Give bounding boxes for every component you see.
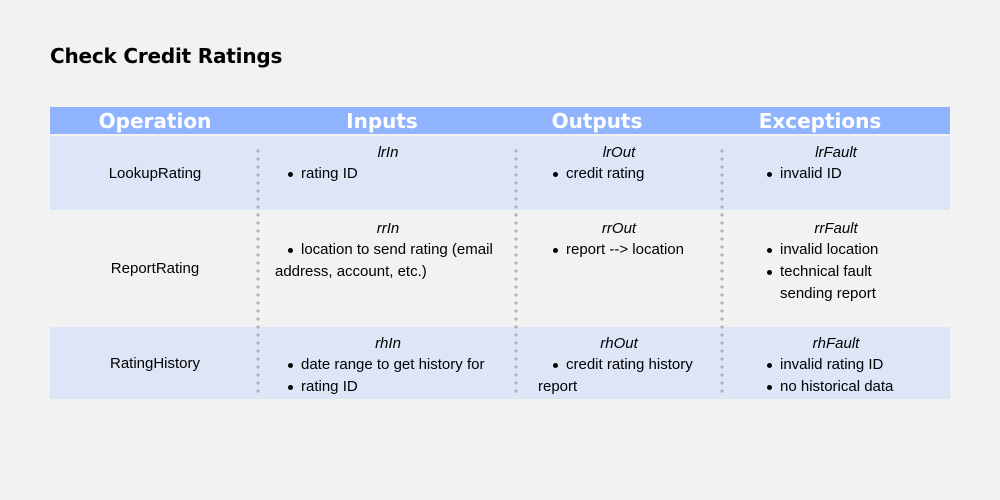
list-item: date range to get history for	[260, 354, 516, 376]
table-header-row: Operation Inputs Outputs Exceptions	[50, 107, 950, 134]
bullet-icon	[767, 248, 772, 253]
inputs-cell: rhIn date range to get history for ratin…	[260, 327, 516, 399]
outputs-list: credit rating history report	[516, 354, 722, 398]
header-outputs: Outputs	[551, 108, 643, 133]
input-message-name: rhIn	[375, 335, 401, 352]
list-item: rating ID	[260, 376, 516, 398]
outputs-list: report --> location	[516, 239, 722, 261]
inputs-list: date range to get history for rating ID	[260, 354, 516, 398]
column-divider	[514, 147, 518, 397]
list-item: credit rating	[516, 163, 722, 185]
exceptions-list: invalid ID	[722, 163, 950, 185]
table-row: RatingHistory rhIn date range to get his…	[50, 327, 950, 399]
operation-name: RatingHistory	[109, 354, 201, 372]
inputs-list: rating ID	[260, 163, 516, 185]
bullet-icon	[288, 172, 293, 177]
fault-message-name: rrFault	[814, 220, 858, 237]
exceptions-list: invalid rating ID no historical data	[722, 354, 950, 398]
operations-table: Operation Inputs Outputs Exceptions Look…	[50, 107, 950, 399]
bullet-icon	[553, 363, 558, 368]
output-message-name: lrOut	[602, 144, 636, 161]
list-item: rating ID	[260, 163, 516, 185]
input-message-name: rrIn	[376, 220, 400, 237]
exceptions-cell: rrFault invalid location technical fault…	[722, 212, 950, 325]
bullet-icon	[288, 363, 293, 368]
header-inputs: Inputs	[346, 108, 418, 133]
list-item-continuation: report	[538, 378, 578, 395]
bullet-icon	[767, 172, 772, 177]
bullet-icon	[767, 385, 772, 390]
inputs-list: location to send rating (email address, …	[260, 239, 516, 283]
inputs-cell: rrIn location to send rating (email addr…	[260, 212, 516, 325]
exceptions-list: invalid location technical fault sending…	[722, 239, 950, 305]
outputs-cell: rrOut report --> location	[516, 212, 722, 325]
bullet-icon	[767, 270, 772, 275]
operation-name: ReportRating	[110, 260, 200, 277]
list-item: no historical data	[722, 376, 950, 398]
list-item: report --> location	[516, 239, 722, 261]
column-divider	[256, 147, 260, 397]
table-row: LookupRating lrIn rating ID lrOut credit…	[50, 136, 950, 210]
list-item-continuation: address, account, etc.)	[275, 263, 427, 280]
bullet-icon	[288, 385, 293, 390]
list-item: invalid location	[722, 239, 950, 261]
bullet-icon	[553, 172, 558, 177]
list-item: credit rating history	[516, 354, 722, 376]
outputs-cell: rhOut credit rating history report	[516, 327, 722, 399]
header-operation: Operation	[98, 108, 212, 133]
list-item: technical fault	[722, 261, 950, 283]
list-item-continuation: sending report	[780, 285, 876, 302]
page-title: Check Credit Ratings	[50, 44, 283, 68]
exceptions-cell: lrFault invalid ID	[722, 136, 950, 210]
outputs-list: credit rating	[516, 163, 722, 185]
operation-name: LookupRating	[108, 164, 202, 182]
list-item: invalid rating ID	[722, 354, 950, 376]
table-row: ReportRating rrIn location to send ratin…	[50, 212, 950, 325]
header-exceptions: Exceptions	[758, 108, 882, 133]
column-divider	[720, 147, 724, 397]
output-message-name: rrOut	[601, 220, 637, 237]
inputs-cell: lrIn rating ID	[260, 136, 516, 210]
list-item: location to send rating (email	[260, 239, 516, 261]
exceptions-cell: rhFault invalid rating ID no historical …	[722, 327, 950, 399]
input-message-name: lrIn	[377, 144, 399, 161]
bullet-icon	[553, 248, 558, 253]
fault-message-name: lrFault	[815, 144, 857, 161]
list-item: invalid ID	[722, 163, 950, 185]
bullet-icon	[767, 363, 772, 368]
output-message-name: rhOut	[600, 335, 638, 352]
bullet-icon	[288, 248, 293, 253]
fault-message-name: rhFault	[812, 335, 860, 352]
outputs-cell: lrOut credit rating	[516, 136, 722, 210]
